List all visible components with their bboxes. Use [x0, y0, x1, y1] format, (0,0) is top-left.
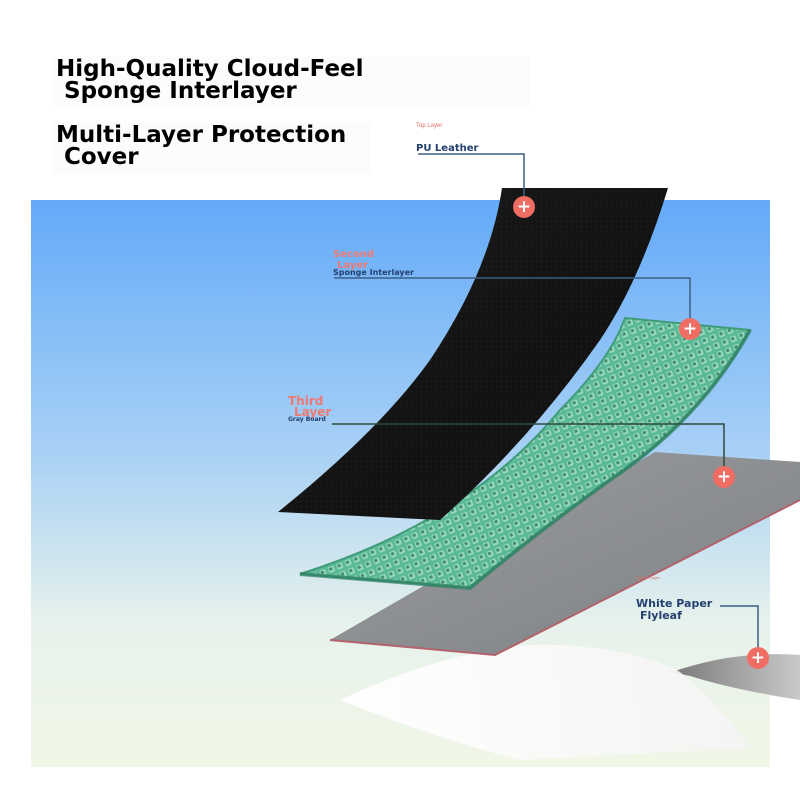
hotspot-bottom-layer-button[interactable]: +	[747, 647, 769, 669]
third-layer-tag-line1: Third	[288, 394, 324, 408]
callout-line-bottom	[720, 605, 759, 656]
gray-board-label: Gray Board	[288, 416, 326, 423]
headline-sponge-line2: Sponge Interlayer	[64, 78, 297, 104]
top-layer-tag: Top Layer	[416, 123, 443, 129]
headline-sponge: High-Quality Cloud-Feel Sponge Interlaye…	[52, 56, 530, 108]
headline-protection: Multi-Layer Protection Cover	[52, 122, 370, 174]
hotspot-top-layer-button[interactable]: +	[513, 196, 535, 218]
sponge-interlayer-label: Sponge Interlayer	[333, 268, 414, 277]
gray-board	[330, 452, 800, 655]
headline-protection-line2: Cover	[64, 144, 139, 170]
callout-line-third	[332, 423, 725, 475]
gray-board-edge	[329, 499, 800, 657]
white-paper-label-line2: Flyleaf	[640, 609, 682, 622]
pu-leather-label: PU Leather	[416, 143, 479, 154]
third-layer-tag: Third Layer	[288, 394, 332, 419]
second-layer-tag: Second Layer	[333, 249, 374, 271]
white-paper-label-line1: White Paper	[636, 597, 713, 610]
sponge-edge	[299, 329, 752, 591]
callout-line-second	[334, 277, 691, 327]
flyleaf-arc	[672, 654, 800, 700]
headline-protection-line1: Multi-Layer Protection	[56, 122, 347, 148]
white-paper-flyleaf	[340, 644, 752, 760]
headline-sponge-line1: High-Quality Cloud-Feel	[56, 56, 364, 82]
hotspot-second-layer-button[interactable]: +	[679, 318, 701, 340]
pu-leather-texture	[278, 188, 668, 520]
callout-line-top	[418, 153, 525, 206]
hotspot-third-layer-button[interactable]: +	[713, 466, 735, 488]
third-layer-tag-line2: Layer	[294, 405, 332, 419]
second-layer-tag-line2: Layer	[337, 260, 369, 271]
bottom-layer-tag: Bottom Layer	[636, 575, 660, 580]
second-layer-tag-line1: Second	[333, 249, 375, 260]
white-paper-label: White Paper Flyleaf	[636, 598, 712, 622]
